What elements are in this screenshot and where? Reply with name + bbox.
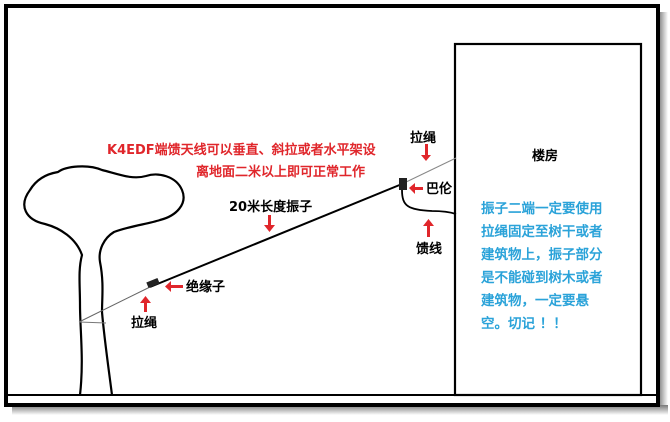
label-building: 楼房	[532, 148, 558, 164]
guy-rope-top	[401, 157, 457, 185]
label-rope-bottom: 拉绳	[131, 315, 157, 331]
title-line-1: K4EDF端馈天线可以垂直、斜拉或者水平架设	[107, 142, 377, 158]
note-line-1: 振子二端一定要使用	[481, 200, 603, 217]
insulator	[146, 277, 160, 289]
arrow-balun	[409, 183, 423, 194]
label-rope-top: 拉绳	[410, 130, 436, 146]
arrow-rope-top	[421, 144, 431, 161]
tree-outline	[23, 165, 185, 396]
building	[453, 42, 643, 397]
label-balun: 巴伦	[426, 181, 453, 197]
note-line-4: 是不能碰到树木或者	[481, 269, 603, 286]
guy-rope-bottom	[78, 286, 151, 323]
label-insulator: 绝缘子	[186, 279, 225, 295]
arrow-element	[264, 215, 275, 232]
note-line-5: 建筑物，一定要悬	[480, 292, 589, 309]
antenna-element	[149, 183, 403, 288]
feedline-cable	[401, 189, 457, 215]
balun	[399, 178, 407, 190]
rope-knot-line	[78, 321, 107, 324]
note-line-6: 空。切记 ！！	[481, 315, 567, 332]
note-line-3: 建筑物上，振子部分	[480, 246, 603, 263]
frame-shadow-right	[658, 12, 668, 410]
title-line-2: 离地面二米以上即可正常工作	[196, 164, 365, 180]
arrow-rope-bottom	[140, 296, 151, 312]
frame-shadow-bottom	[12, 405, 668, 415]
arrow-feedline	[423, 219, 434, 237]
label-element: 20米长度振子	[229, 199, 312, 215]
arrow-insulator	[165, 281, 183, 292]
label-feedline: 馈线	[416, 241, 442, 257]
note-line-2: 拉绳固定至树干或者	[481, 223, 603, 240]
